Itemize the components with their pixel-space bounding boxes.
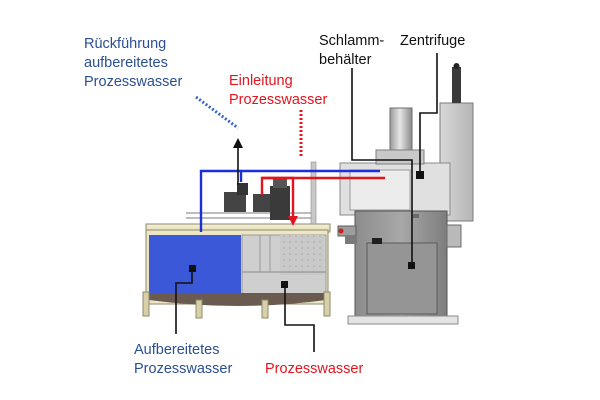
- tank-leg: [142, 291, 150, 317]
- pump-2: [253, 194, 271, 212]
- tank-leg: [261, 299, 269, 319]
- cabinet-bolt: [413, 214, 419, 218]
- clean-water-return-line: [199, 169, 243, 232]
- side-valve-red: [338, 228, 344, 234]
- clean-water-label-line: Aufbereitetes: [134, 342, 220, 358]
- process-water-leader-dot: [281, 281, 288, 288]
- feed-label-line: Prozesswasser: [229, 92, 328, 108]
- sludge-container-label-line: behälter: [319, 52, 372, 68]
- clean-water-leader-dot: [189, 265, 196, 272]
- pump-3-head: [273, 178, 287, 188]
- side-valve-2: [345, 236, 357, 244]
- sludge-leader-dot: [408, 262, 415, 269]
- chute: [446, 224, 462, 248]
- clean-water-label-line: Prozesswasser: [134, 361, 233, 377]
- clean-water-label: Aufbereitetes Prozesswasser: [134, 341, 232, 379]
- sludge-container-label-line: Schlamm-: [319, 33, 385, 49]
- pump-1: [224, 192, 246, 212]
- process-water-leader: [284, 284, 315, 352]
- centrifuge-leader-dot: [416, 171, 424, 179]
- tank-bottom-sludge: [149, 293, 326, 306]
- sludge-leader: [351, 68, 413, 265]
- pipe-lines: [195, 95, 385, 232]
- feed-label-line: Einleitung: [229, 73, 293, 89]
- tank-system: [142, 161, 331, 319]
- return-dotted-leader: [195, 95, 239, 130]
- cabinet-door: [366, 242, 438, 315]
- dotted-filter-zone: [280, 235, 324, 275]
- clean-water-leader: [175, 268, 193, 334]
- tank-leg: [323, 291, 331, 317]
- tank-leg: [195, 299, 203, 319]
- feed-label: Einleitung Prozesswasser: [229, 72, 327, 110]
- callout-leaders: [175, 53, 438, 352]
- return-arrow-head: [233, 138, 243, 148]
- centrifuge-base: [347, 315, 459, 325]
- vertical-pipe: [310, 161, 317, 225]
- motor-base: [375, 149, 425, 165]
- centrifuge-leader: [419, 53, 438, 175]
- pump-3: [270, 186, 290, 220]
- sludge-container-label: Schlamm- behälter: [319, 32, 384, 70]
- centrifuge-label: Zentrifuge: [400, 33, 466, 49]
- return-label-line: Rückführung: [84, 36, 167, 52]
- feed-arrow-head: [288, 216, 298, 226]
- centrifuge-frame-inner: [349, 169, 411, 211]
- clean-water-compartment: [149, 235, 241, 293]
- centrifuge-motor: [389, 107, 413, 153]
- pump-1-motor: [237, 183, 248, 195]
- process-water-label: Prozesswasser: [265, 361, 364, 377]
- cabinet-display: [372, 238, 382, 244]
- return-label-line: Prozesswasser: [84, 74, 183, 90]
- control-panel-knob: [453, 63, 460, 69]
- return-label: Rückführung aufbereitetes Prozesswasser: [84, 35, 182, 92]
- centrifuge-unit: [337, 63, 474, 325]
- return-label-line: aufbereitetes: [84, 55, 168, 71]
- control-panel-light: [452, 67, 461, 103]
